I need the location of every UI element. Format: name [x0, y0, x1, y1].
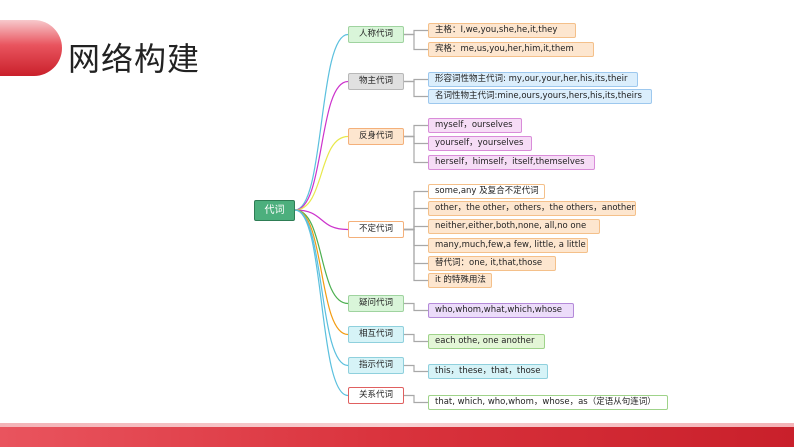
category-node[interactable]: 人称代词	[348, 26, 404, 43]
leaf-node[interactable]: 替代词：one, it,that,those	[428, 256, 556, 271]
branch-line	[294, 80, 349, 211]
leaf-connector	[404, 228, 428, 282]
category-node[interactable]: 物主代词	[348, 73, 404, 90]
leaf-node[interactable]: 宾格：me,us,you,her,him,it,them	[428, 42, 594, 57]
leaf-node[interactable]: this，these，that，those	[428, 364, 548, 379]
leaf-node[interactable]: yourself，yourselves	[428, 136, 532, 151]
leaf-node[interactable]: myself，ourselves	[428, 118, 522, 133]
branch-line	[294, 33, 349, 211]
branch-line	[294, 209, 349, 397]
branch-line	[294, 209, 349, 367]
page-title: 网络构建	[68, 40, 201, 78]
leaf-node[interactable]: 名词性物主代词:mine,ours,yours,hers,his,its,the…	[428, 89, 652, 104]
category-node[interactable]: 相互代词	[348, 326, 404, 343]
root-node[interactable]: 代词	[254, 200, 295, 221]
leaf-connector	[404, 333, 428, 343]
leaf-connector	[404, 29, 428, 36]
branch-line	[294, 135, 349, 211]
title-decoration-icon	[0, 20, 62, 76]
footer-bar	[0, 423, 794, 447]
leaf-connector	[404, 228, 428, 247]
leaf-connector	[404, 190, 428, 231]
branch-line	[294, 209, 349, 231]
category-node[interactable]: 不定代词	[348, 221, 404, 238]
category-node[interactable]: 疑问代词	[348, 295, 404, 312]
leaf-node[interactable]: some,any 及复合不定代词	[428, 184, 545, 199]
category-node[interactable]: 指示代词	[348, 357, 404, 374]
leaf-node[interactable]: it 的特殊用法	[428, 273, 492, 288]
category-node[interactable]: 反身代词	[348, 128, 404, 145]
leaf-connector	[404, 207, 428, 231]
title-area: 网络构建	[0, 0, 250, 90]
leaf-connector	[404, 124, 428, 138]
leaf-connector	[404, 228, 428, 265]
leaf-connector	[404, 80, 428, 98]
leaf-connector	[404, 135, 428, 145]
leaf-connector	[404, 364, 428, 373]
category-node[interactable]: 关系代词	[348, 387, 404, 404]
leaf-connector	[404, 302, 428, 312]
leaf-node[interactable]: who,whom,what,which,whose	[428, 303, 574, 318]
leaf-node[interactable]: each othe, one another	[428, 334, 545, 349]
leaf-node[interactable]: herself，himself，itself,themselves	[428, 155, 595, 170]
leaf-connector	[404, 78, 428, 83]
leaf-node[interactable]: 主格：I,we,you,she,he,it,they	[428, 23, 576, 38]
leaf-node[interactable]: many,much,few,a few, little, a little	[428, 238, 588, 253]
leaf-node[interactable]: other，the other，others，the others，anothe…	[428, 201, 636, 216]
leaf-connector	[404, 225, 428, 231]
leaf-node[interactable]: 形容词性物主代词: my,our,your,her,his,its,their	[428, 72, 638, 87]
leaf-connector	[404, 33, 428, 51]
leaf-connector	[404, 135, 428, 164]
leaf-connector	[404, 394, 428, 404]
leaf-node[interactable]: that, which, who,whom，whose，as（定语从句连词）	[428, 395, 668, 410]
leaf-node[interactable]: neither,either,both,none, all,no one	[428, 219, 600, 234]
